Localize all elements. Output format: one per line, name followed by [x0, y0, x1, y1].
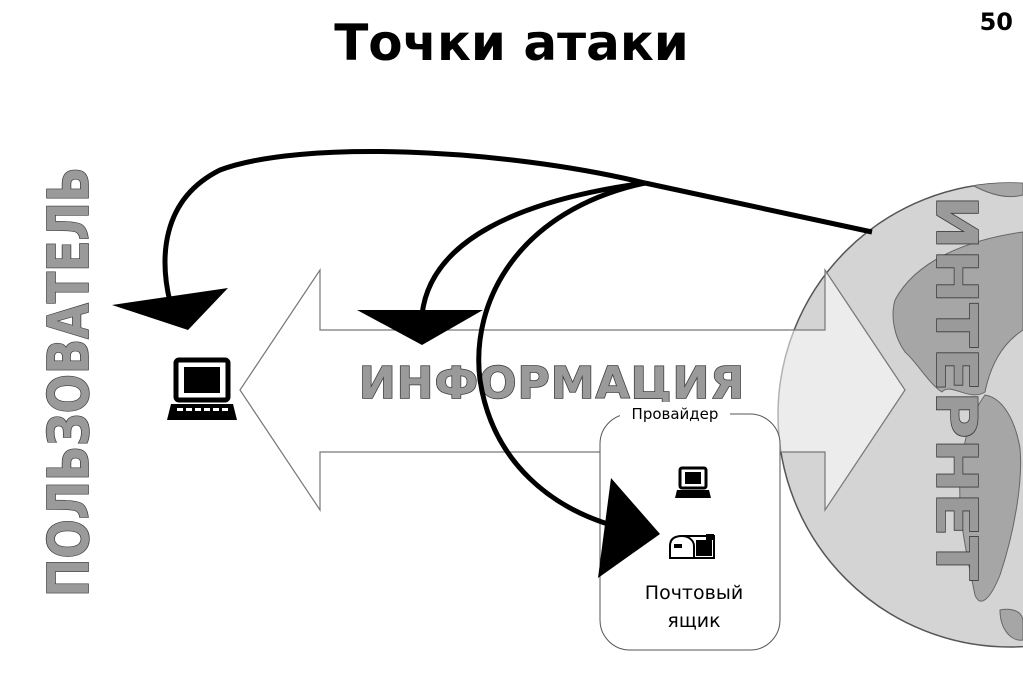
user-label: ПОЛЬЗОВАТЕЛЬ — [37, 167, 102, 597]
attack-path-to-user — [162, 149, 646, 303]
mailbox-label-line2: ящик — [667, 610, 720, 632]
attack-path-to-mailbox — [476, 180, 646, 533]
user-computer-icon — [167, 357, 237, 420]
attack-arrowhead-channel — [357, 310, 483, 345]
attack-line-from-internet — [644, 180, 873, 235]
information-label: ИНФОРМАЦИЯ — [359, 358, 745, 409]
attack-arrowhead-mailbox — [598, 478, 660, 578]
page-number: 50 — [979, 8, 1013, 36]
internet-label: ИНТЕРНЕТ — [923, 196, 988, 581]
provider-label-backdrop — [620, 402, 730, 424]
provider-label: Провайдер — [632, 405, 719, 423]
mailbox-label-line1: Почтовый — [645, 582, 743, 604]
attack-arrows — [112, 149, 873, 578]
mailbox-icon — [669, 534, 715, 559]
attack-arrowhead-user — [112, 288, 228, 330]
provider-computer-icon — [675, 466, 711, 498]
slide-title: Точки атаки — [334, 14, 689, 72]
attack-path-to-channel — [419, 180, 646, 316]
